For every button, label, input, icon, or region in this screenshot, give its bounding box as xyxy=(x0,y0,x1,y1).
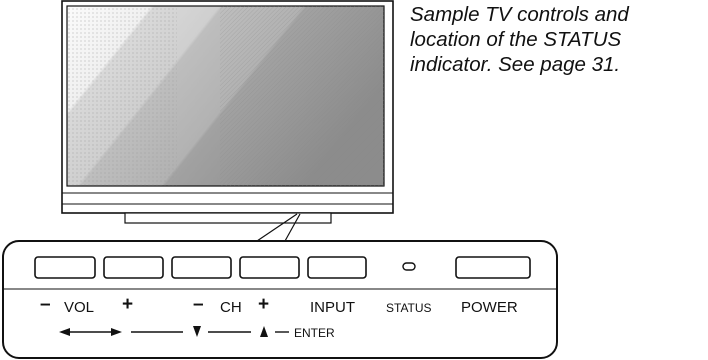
input-button[interactable] xyxy=(307,256,367,279)
vol-minus-button[interactable] xyxy=(34,256,96,279)
vol-plus-button[interactable] xyxy=(103,256,164,279)
caption-line-2: location of the STATUS xyxy=(410,28,622,51)
ch-plus-label: + xyxy=(258,294,270,315)
vol-label: VOL xyxy=(64,299,95,316)
vol-plus-label: + xyxy=(122,294,134,315)
tv-screen-texture-left xyxy=(67,6,177,186)
left-arrow-icon xyxy=(59,328,70,336)
control-panel xyxy=(2,240,558,359)
caption-line-1: Sample TV controls and xyxy=(410,3,629,26)
tv-set xyxy=(61,0,394,242)
power-label: POWER xyxy=(461,299,518,316)
tv-control-door xyxy=(124,212,332,224)
input-label: INPUT xyxy=(310,299,355,316)
down-arrow-icon xyxy=(193,326,201,337)
callout-line-left xyxy=(256,213,298,242)
right-arrow-icon xyxy=(111,328,122,336)
caption-line-3: indicator. See page 31. xyxy=(410,53,621,76)
callout-line-right xyxy=(284,213,301,242)
ch-plus-button[interactable] xyxy=(239,256,300,279)
vol-minus-label: – xyxy=(40,294,51,315)
power-button[interactable] xyxy=(455,256,531,279)
tv-screen-texture-right xyxy=(220,6,384,186)
ch-minus-label: – xyxy=(193,294,204,315)
up-arrow-icon xyxy=(260,326,268,337)
caption: Sample TV controls and location of the S… xyxy=(410,2,705,77)
ch-label: CH xyxy=(220,299,242,316)
status-label: STATUS xyxy=(386,301,432,315)
ch-minus-button[interactable] xyxy=(171,256,232,279)
enter-label: ENTER xyxy=(294,326,335,340)
status-indicator xyxy=(402,262,416,271)
nav-arrow-row xyxy=(59,326,289,337)
